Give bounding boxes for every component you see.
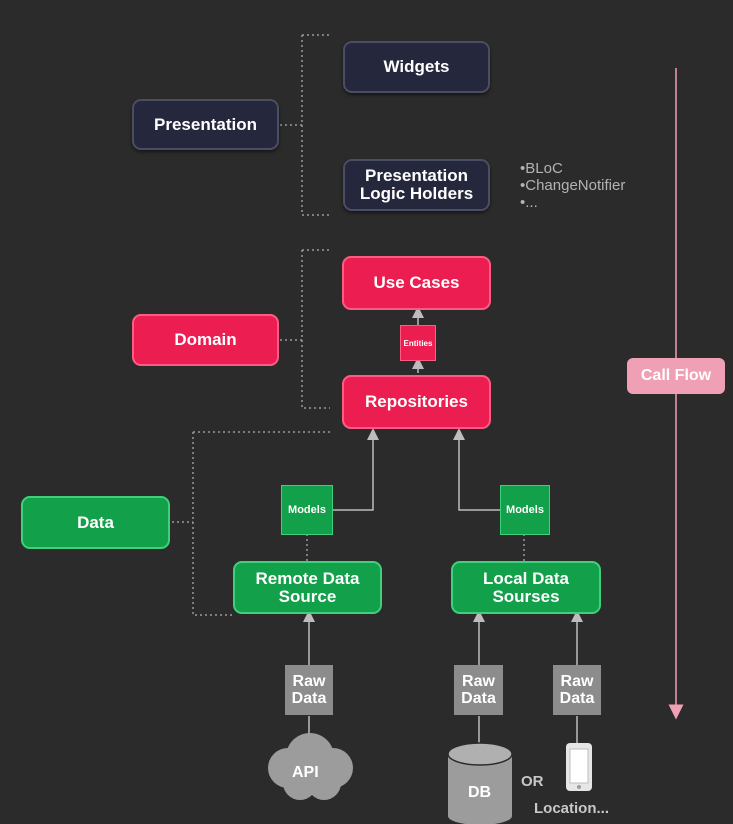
raw3-line2: Data (559, 690, 595, 707)
phone-icon (566, 743, 592, 791)
presentation-layer-label: Presentation (132, 99, 279, 150)
presentation-logic-holders-box: Presentation Logic Holders (343, 159, 490, 211)
api-label: API (292, 764, 319, 781)
database-icon (447, 742, 513, 824)
models-remote-box: Models (281, 485, 333, 535)
raw2-line2: Data (461, 690, 496, 707)
or-label: OR (521, 773, 544, 790)
raw-data-api: Raw Data (285, 665, 333, 715)
domain-layer-label: Domain (132, 314, 279, 366)
data-layer-label: Data (21, 496, 170, 549)
logic-holder-examples: •BLoC •ChangeNotifier •... (520, 160, 625, 211)
cloud-icon (268, 733, 353, 800)
widgets-box: Widgets (343, 41, 490, 93)
raw-data-db: Raw Data (454, 665, 503, 715)
remote-line1: Remote Data (255, 568, 360, 588)
location-label: Location... (534, 800, 609, 817)
raw2-line1: Raw (462, 673, 495, 690)
local-line2: Sourses (492, 586, 560, 606)
local-data-sources-box: Local Data Sourses (451, 561, 601, 614)
entities-box: Entities (400, 325, 436, 361)
note-ellipsis: •... (520, 194, 538, 211)
logic-holders-line1: Presentation (365, 166, 468, 186)
remote-data-source-box: Remote Data Source (233, 561, 382, 614)
note-changenotifier: •ChangeNotifier (520, 177, 626, 194)
repositories-box: Repositories (342, 375, 491, 429)
raw1-line1: Raw (292, 673, 326, 690)
raw-data-location: Raw Data (553, 665, 601, 715)
use-cases-box: Use Cases (342, 256, 491, 310)
remote-line2: Source (278, 586, 337, 606)
db-label: DB (468, 784, 492, 801)
raw3-line1: Raw (560, 673, 594, 690)
note-bloc: •BLoC (520, 160, 563, 177)
logic-holders-line2: Logic Holders (359, 184, 474, 203)
models-local-box: Models (500, 485, 550, 535)
local-line1: Local Data (483, 568, 569, 588)
raw1-line2: Data (291, 690, 327, 707)
call-flow-label: Call Flow (627, 358, 725, 394)
